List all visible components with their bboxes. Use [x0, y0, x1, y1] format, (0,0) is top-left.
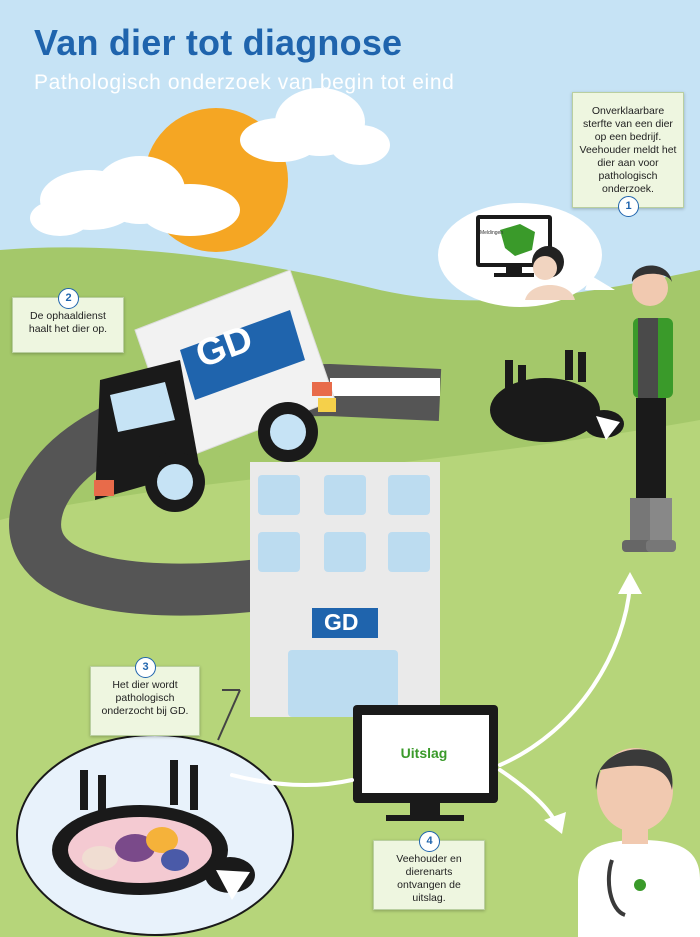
step-2-note: 2 De ophaaldienst haalt het dier op.: [12, 288, 124, 353]
veterinarian-figure: [578, 748, 700, 937]
cloud-icon: [240, 88, 390, 165]
page-title: Van dier tot diagnose: [34, 22, 403, 63]
step-4-number: 4: [419, 831, 440, 852]
arrow-head-icon: [544, 572, 642, 834]
step-1-number: 1: [618, 196, 639, 217]
step-2-number: 2: [58, 288, 79, 309]
step-4-text: Veehouder en dierenarts ontvangen de uit…: [396, 853, 462, 904]
step-3-text: Het dier wordt pathologisch onderzocht b…: [101, 679, 189, 717]
cloud-icon: [30, 156, 240, 236]
step-1-note: Onverklaarbare sterfte van een dier op e…: [572, 92, 684, 217]
step-1-text: Onverklaarbare sterfte van een dier op e…: [579, 105, 677, 195]
truck-icon: [94, 269, 336, 512]
page-subtitle: Pathologisch onderzoek van begin tot ein…: [34, 71, 455, 94]
farmer-figure: [622, 265, 676, 552]
examination-lens: [16, 689, 294, 936]
gd-building: [250, 462, 440, 717]
step-4-note: 4 Veehouder en dierenarts ontvangen de u…: [373, 831, 485, 910]
monitor-label: Meldingen: [480, 230, 504, 236]
result-label: Uitslag: [400, 745, 448, 761]
result-monitor-icon: [353, 705, 498, 821]
speech-bubble: [438, 203, 615, 307]
step-2-text: De ophaaldienst haalt het dier op.: [28, 310, 108, 335]
sheep-icon: [490, 350, 624, 442]
step-3-note: 3 Het dier wordt pathologisch onderzocht…: [90, 657, 200, 736]
road-marking: [330, 378, 440, 396]
step-3-number: 3: [135, 657, 156, 678]
building-logo: GD: [324, 609, 359, 635]
